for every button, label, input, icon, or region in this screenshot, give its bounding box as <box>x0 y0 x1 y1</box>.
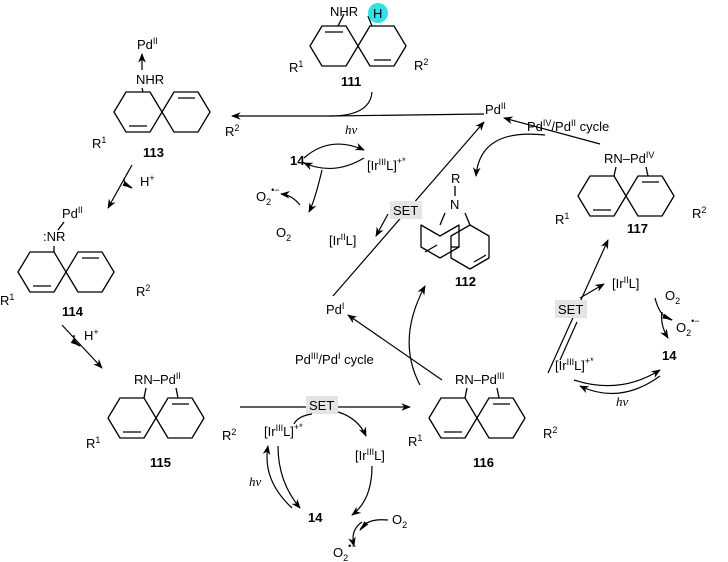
hv-label-3: hν <box>249 474 262 489</box>
o2-label-2: O2 <box>665 288 680 306</box>
amine-label: NHR <box>136 72 164 87</box>
hv-label-1: hν <box>345 122 358 137</box>
compound-113: PdII NHR R1 R2 113 <box>92 36 239 160</box>
amine-label: NHR <box>330 4 358 19</box>
compound-116: RN–PdIII R1 R2 116 <box>408 371 557 470</box>
set-label-2: SET <box>558 302 583 317</box>
photocycle-bottom: SET [IrIIIL]+* [IrIIIL] O2 O2•− 14 hν <box>249 396 407 562</box>
compound-number: 117 <box>627 221 648 236</box>
catalyst-14-label-3: 14 <box>308 510 323 525</box>
set-label-1: SET <box>393 203 418 218</box>
r1-label: R1 <box>408 433 422 449</box>
r1-label: R1 <box>555 211 569 227</box>
hv-label-2: hν <box>616 394 629 409</box>
h-atom-label: H <box>373 6 382 21</box>
r2-label: R2 <box>414 57 428 73</box>
ch-highlight <box>368 3 388 23</box>
r1-label: R1 <box>0 292 14 308</box>
compound-number: 113 <box>143 145 164 160</box>
r2-label: R2 <box>225 123 239 139</box>
biaryl-rings <box>428 387 526 439</box>
superoxide-label-3: O2•− <box>333 541 357 562</box>
photocycle-right: SET [IrIIL] O2 O2•− 14 [IrIIIL]+* hν <box>555 275 700 409</box>
compound-115: RN–PdII R1 R2 115 <box>86 371 236 470</box>
set-label-3: SET <box>309 398 334 413</box>
carbazole-rings <box>420 212 490 270</box>
r1-label: R1 <box>92 135 106 151</box>
r2-label: R2 <box>692 205 706 221</box>
pd-iii-i-cycle-label: PdIII/PdI cycle <box>295 351 374 367</box>
ir-ii-label-2: [IrIIL] <box>612 275 639 291</box>
biaryl-rings <box>577 166 675 217</box>
compound-number: 115 <box>150 455 171 470</box>
compound-111: NHR H R1 R2 111 <box>289 3 428 89</box>
set-box-1 <box>390 201 422 219</box>
compound-117: RN–PdIV R1 R2 117 <box>555 150 706 236</box>
r2-label: R2 <box>136 283 150 299</box>
pd-label: PdII <box>137 36 158 52</box>
biaryl-rings <box>17 246 115 293</box>
ir-ii-label-1: [IrIIL] <box>329 232 356 248</box>
r2-label: R2 <box>222 427 236 443</box>
h-plus-label-2: H+ <box>84 327 99 343</box>
r1-label: R1 <box>289 59 303 75</box>
o2-label-1: O2 <box>276 225 291 243</box>
superoxide-label-2: O2•− <box>676 316 700 338</box>
pd-iv-ii-cycle-label: PdIV/PdII cycle <box>527 118 609 134</box>
pd-label: PdII <box>62 205 83 221</box>
pd-ii-label: PdII <box>485 101 506 117</box>
biaryl-rings <box>309 13 407 67</box>
biaryl-rings <box>107 387 205 439</box>
compound-112: R N 112 <box>420 171 490 289</box>
rn-pd-label: RN–PdIV <box>604 150 654 166</box>
photocycle-upper: hν 14 [IrIIIL]+* O2•− O2 SET [IrIIL] <box>256 122 422 248</box>
rn-pd-label: RN–PdII <box>134 371 181 387</box>
catalyst-14-label-1: 14 <box>290 153 305 168</box>
n-atom: N <box>450 197 459 212</box>
ir-excited-label-1: [IrIIIL]+* <box>367 156 406 173</box>
compound-number: 116 <box>473 455 494 470</box>
compound-number: 111 <box>341 74 361 89</box>
pd-i-label: PdI <box>326 301 344 317</box>
set-box-2 <box>555 300 587 318</box>
ir-excited-label-2: [IrIIIL]+* <box>555 356 594 373</box>
o2-label-3: O2 <box>392 512 407 530</box>
amine-label: :NR <box>43 229 65 244</box>
catalyst-14-label-2: 14 <box>662 348 677 363</box>
set-box-3 <box>306 396 338 414</box>
compound-114: PdII :NR R1 R2 114 <box>0 205 150 319</box>
rn-pd-label: RN–PdIII <box>455 371 504 387</box>
ir-iii-label-3: [IrIIIL] <box>355 447 385 463</box>
ir-excited-label-3: [IrIIIL]+* <box>264 422 303 439</box>
h-plus-label-1: H+ <box>140 173 155 189</box>
compound-number: 114 <box>62 304 84 319</box>
superoxide-label-1: O2•− <box>256 185 280 207</box>
r2-label: R2 <box>543 425 557 441</box>
biaryl-rings <box>113 87 211 133</box>
compound-number: 112 <box>455 274 476 289</box>
r1-label: R1 <box>86 435 100 451</box>
n-substituent: R <box>451 171 460 186</box>
